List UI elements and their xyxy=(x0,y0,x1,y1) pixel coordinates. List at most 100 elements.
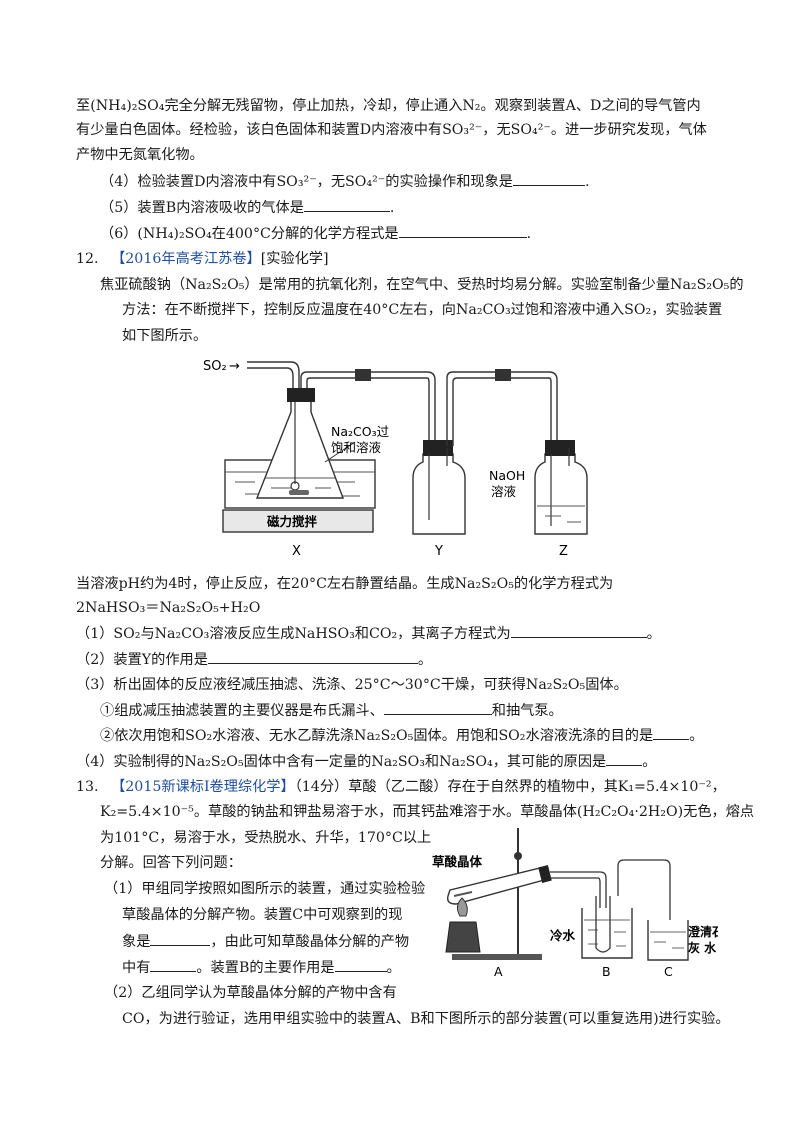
q13-line-2: K₂=5.4×10⁻⁵。草酸的钠盐和钾盐易溶于水，而其钙盐难溶于水。草酸晶体(H… xyxy=(100,804,755,820)
label-x: X xyxy=(292,544,301,559)
q11-sub-4: （4）检验装置D内溶液中有SO₃²⁻，无SO₄²⁻的实验操作和现象是. xyxy=(100,171,589,192)
cold-water xyxy=(584,919,630,947)
u-tube-b xyxy=(595,896,611,953)
q12-sub-2-end: 。 xyxy=(417,652,433,668)
label-c: C xyxy=(664,964,673,978)
label-z: Z xyxy=(559,544,568,559)
so2-label: SO₂ xyxy=(203,359,227,374)
q12-number: 12. xyxy=(76,251,99,267)
q12-sub-4: （4）实验制得的Na₂S₂O₅固体中含有一定量的Na₂SO₃和Na₂SO₄，其可… xyxy=(76,751,656,772)
q13-apparatus-figure: 草酸晶体 A 冷水 B 澄清石 灰 水 C xyxy=(432,828,718,978)
q12-intro-2: 方法：在不断搅拌下，控制反应温度在40°C左右，向Na₂CO₃过饱和溶液中通入S… xyxy=(122,302,723,318)
limewater xyxy=(650,931,686,949)
q13-header: 13. 【2015新课标Ⅰ卷理综化学】（14分）草酸（乙二酸）存在于自然界的植物… xyxy=(76,777,726,797)
magnetic-stirrer xyxy=(222,509,374,533)
cold-water-label: 冷水 xyxy=(550,928,576,943)
answer-blank xyxy=(334,957,387,972)
q13-number: 13. xyxy=(76,779,99,795)
clamp xyxy=(514,852,522,860)
q12-source: 【2016年高考江苏卷】 xyxy=(111,251,261,267)
b-to-c-tube xyxy=(617,859,671,952)
q12-sub-4-text: （4）实验制得的Na₂S₂O₅固体中含有一定量的Na₂SO₃和Na₂SO₄，其可… xyxy=(76,754,607,770)
answer-blank xyxy=(150,931,211,946)
answer-blank xyxy=(303,197,390,212)
q13-part-1d-mid: 。装置B的主要作用是 xyxy=(196,960,335,976)
q11-sub-5: （5）装置B内溶液吸收的气体是. xyxy=(100,197,394,218)
q12-intro-3: 如下图所示。 xyxy=(122,328,208,344)
na2co3-label-1: Na₂CO₃过 xyxy=(331,424,390,439)
q12-sub-2-text: （2）装置Y的作用是 xyxy=(76,652,208,668)
pointer-line xyxy=(324,441,356,463)
limewater-label-1: 澄清石 xyxy=(688,924,718,939)
q11-text-line-3: 产物中无氮氧化物。 xyxy=(76,147,204,163)
q11-sub-4-text: （4）检验装置D内溶液中有SO₃²⁻，无SO₄²⁻的实验操作和现象是 xyxy=(100,174,513,190)
q13-part-1d-text: 中有 xyxy=(122,960,151,976)
answer-blank xyxy=(510,623,647,638)
flask-stopper xyxy=(287,388,315,402)
q12-sub-1: （1）SO₂与Na₂CO₃溶液反应生成NaHSO₃和CO₂，其离子方程式为。 xyxy=(76,623,661,644)
answer-blank xyxy=(150,957,197,972)
q11-sub-6: （6）(NH₄)₂SO₄在400°C分解的化学方程式是. xyxy=(100,223,531,244)
answer-blank xyxy=(398,223,527,238)
q12-sub-3a-text: ①组成减压抽滤装置的主要仪器是布氏漏斗、 xyxy=(100,703,384,719)
y-to-z-tube xyxy=(446,371,558,448)
q12-sub-3a-end: 和抽气泵。 xyxy=(491,703,563,719)
answer-blank xyxy=(383,700,492,715)
stirrer-label: 磁力搅拌 xyxy=(266,514,318,529)
label-y: Y xyxy=(434,544,443,559)
crystal-sample xyxy=(453,891,473,897)
rubber-joint xyxy=(355,369,371,381)
stir-bar xyxy=(289,490,309,495)
na2co3-label-2: 饱和溶液 xyxy=(331,440,382,455)
q12-sub-3b-text: ②依次用饱和SO₂水溶液、无水乙醇洗涤Na₂S₂O₅固体。用饱和SO₂水溶液洗涤… xyxy=(100,728,654,744)
q13-part-2a: （2）乙组同学认为草酸晶体分解的产物中含有 xyxy=(104,985,397,1001)
answer-blank xyxy=(512,171,585,186)
q13-part-1a: （1）甲组同学按照如图所示的装置，通过实验检验 xyxy=(104,881,426,897)
q11-sub-6-text: （6）(NH₄)₂SO₄在400°C分解的化学方程式是 xyxy=(100,226,399,242)
crystal-label: 草酸晶体 xyxy=(432,854,483,869)
q13-source: 【2015新课标Ⅰ卷理综化学】 xyxy=(111,779,295,795)
answer-blank xyxy=(653,725,690,740)
limewater-label-2: 灰 水 xyxy=(688,940,717,955)
q13-line-4: 分解。回答下列问题： xyxy=(100,855,242,871)
q11-sub-5-end: . xyxy=(389,200,395,216)
q12-category: [实验化学] xyxy=(260,251,329,267)
q12-intro-1: 焦亚硫酸钠（Na₂S₂O₅）是常用的抗氧化剂，在空气中、受热时均易分解。实验室制… xyxy=(100,277,744,293)
bottle-y xyxy=(412,453,466,535)
naoh-label-1: NaOH xyxy=(489,468,525,483)
test-tube-stopper xyxy=(538,865,552,883)
q13-part-1d-end: 。 xyxy=(386,960,401,976)
bottle-y-stopper xyxy=(423,440,453,456)
bottle-z xyxy=(534,453,588,535)
q12-sub-3a: ①组成减压抽滤装置的主要仪器是布氏漏斗、 和抽气泵。 xyxy=(100,700,563,721)
label-b: B xyxy=(602,964,611,978)
stand-base xyxy=(452,954,542,960)
q12-apparatus-figure: SO₂ → Na₂CO₃过 饱和溶液 磁力搅拌 X Y NaOH 溶液 Z xyxy=(203,359,588,559)
flame xyxy=(456,897,468,917)
q12-after-1: 当溶液pH约为4时，停止反应，在20°C左右静置结晶。生成Na₂S₂O₅的化学方… xyxy=(76,576,614,592)
beaker-c xyxy=(647,920,689,961)
bottle-z-stopper xyxy=(545,440,575,456)
q12-sub-1-text: （1）SO₂与Na₂CO₃溶液反应生成NaHSO₃和CO₂，其离子方程式为 xyxy=(76,626,511,642)
q13-line-3: 为101°C，易溶于水，受热脱水、升华，170°C以上 xyxy=(100,830,432,846)
q12-sub-3b-end: 。 xyxy=(689,728,704,744)
test-tube-a xyxy=(446,867,545,905)
q12-header: 12. 【2016年高考江苏卷】[实验化学] xyxy=(76,249,329,269)
alcohol-lamp xyxy=(445,921,481,953)
q11-sub-5-text: （5）装置B内溶液吸收的气体是 xyxy=(100,200,304,216)
a-to-b-tube xyxy=(550,871,607,942)
q12-sub-4-end: 。 xyxy=(642,754,657,770)
q13-part-2b: CO，为进行验证，选用甲组实验中的装置A、B和下图所示的部分装置(可以重复选用)… xyxy=(122,1011,730,1027)
naoh-label-2: 溶液 xyxy=(491,484,517,499)
q11-sub-4-end: . xyxy=(584,174,590,190)
inlet-tube xyxy=(247,361,300,388)
naoh-solution xyxy=(537,505,585,523)
q13-part-1c-end: ，由此可知草酸晶体分解的产物 xyxy=(210,934,410,950)
flask-solution xyxy=(265,477,335,489)
q13-part-1b: 草酸晶体的分解产物。装置C中可观察到的现 xyxy=(122,907,403,923)
q11-text-line-2: 有少量白色固体。经检验，该白色固体和装置D内溶液中有SO₃²⁻，无SO₄²⁻。进… xyxy=(76,122,707,138)
answer-blank xyxy=(207,649,418,664)
q12-sub-3: （3）析出固体的反应液经减压抽滤、洗涤、25°C～30°C干燥，可获得Na₂S₂… xyxy=(76,677,628,693)
label-a: A xyxy=(494,964,503,978)
q11-sub-6-end: . xyxy=(526,226,532,242)
